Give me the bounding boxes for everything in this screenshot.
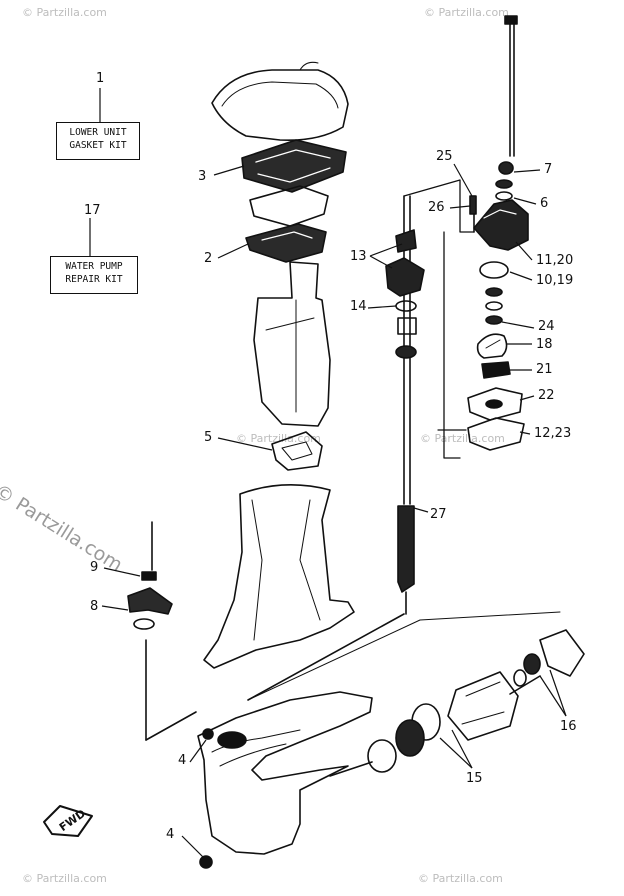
callout-8: 8 <box>90 599 99 614</box>
callout-6: 6 <box>540 196 549 211</box>
gearcase <box>197 691 373 855</box>
part-16-bearing <box>539 629 585 677</box>
callout-16: 16 <box>560 719 577 734</box>
callout-15: 15 <box>466 771 483 786</box>
driveshaft-housing <box>253 261 331 427</box>
callout-5: 5 <box>204 430 213 445</box>
watermark-bottom-right: © Partzilla.com <box>418 872 503 885</box>
callout-9: 9 <box>90 560 99 575</box>
water-pump-kit-line1: WATER PUMP <box>65 261 123 272</box>
water-pump-kit-line2: REPAIR KIT <box>65 274 123 285</box>
callout-13: 13 <box>350 249 367 264</box>
fwd-arrow <box>43 805 93 837</box>
watermark-mid-left: © Partzilla.com <box>236 432 321 445</box>
watermark-bottom-left: © Partzilla.com <box>22 872 107 885</box>
watermark-top-left: © Partzilla.com <box>22 6 107 19</box>
callout-22: 22 <box>538 388 555 403</box>
part-12-gasket <box>467 417 525 451</box>
part-22-plate <box>467 387 523 421</box>
callout-27: 27 <box>430 507 447 522</box>
callout-2: 2 <box>204 251 213 266</box>
callout-10-19: 10,19 <box>536 273 574 288</box>
part-14-ring <box>395 300 417 312</box>
pump-housing <box>473 199 529 251</box>
part-2-gasket <box>245 223 327 263</box>
part-25-bolt <box>469 195 477 215</box>
part-8-seal <box>133 618 155 630</box>
lower-extension <box>203 484 355 669</box>
callout-4-upper: 4 <box>178 753 187 768</box>
watermark-top-right: © Partzilla.com <box>424 6 509 19</box>
callout-14: 14 <box>350 299 367 314</box>
part-27-driveshaft <box>397 505 415 593</box>
callout-24: 24 <box>538 319 555 334</box>
callout-3: 3 <box>198 169 207 184</box>
callout-12-23: 12,23 <box>534 426 572 441</box>
shift-bracket <box>127 587 173 615</box>
upper-cover-part <box>211 69 349 142</box>
callout-26: 26 <box>428 200 445 215</box>
callout-25: 25 <box>436 149 453 164</box>
prop-shaft-housing <box>447 671 519 741</box>
watermark-mid-right: © Partzilla.com <box>420 432 505 445</box>
water-pump-kit-box: WATER PUMP REPAIR KIT <box>50 256 138 294</box>
part-13-housing <box>385 257 425 297</box>
callout-7: 7 <box>544 162 553 177</box>
part-3-plate <box>241 139 347 193</box>
gasket-kit-line2: GASKET KIT <box>69 140 127 151</box>
part-18-impeller <box>476 333 508 359</box>
part-9-clip <box>141 571 157 581</box>
gasket-part <box>249 185 329 227</box>
part-5-gasket <box>271 431 323 471</box>
callout-1: 1 <box>96 71 105 86</box>
gasket-kit-line1: LOWER UNIT <box>69 127 127 138</box>
callout-21: 21 <box>536 362 553 377</box>
callout-11-20: 11,20 <box>536 253 574 268</box>
callout-4-lower: 4 <box>166 827 175 842</box>
callout-18: 18 <box>536 337 553 352</box>
part-10-seal <box>479 261 509 279</box>
callout-17: 17 <box>84 203 101 218</box>
gasket-kit-box: LOWER UNIT GASKET KIT <box>56 122 140 160</box>
part-21-key <box>481 361 511 379</box>
